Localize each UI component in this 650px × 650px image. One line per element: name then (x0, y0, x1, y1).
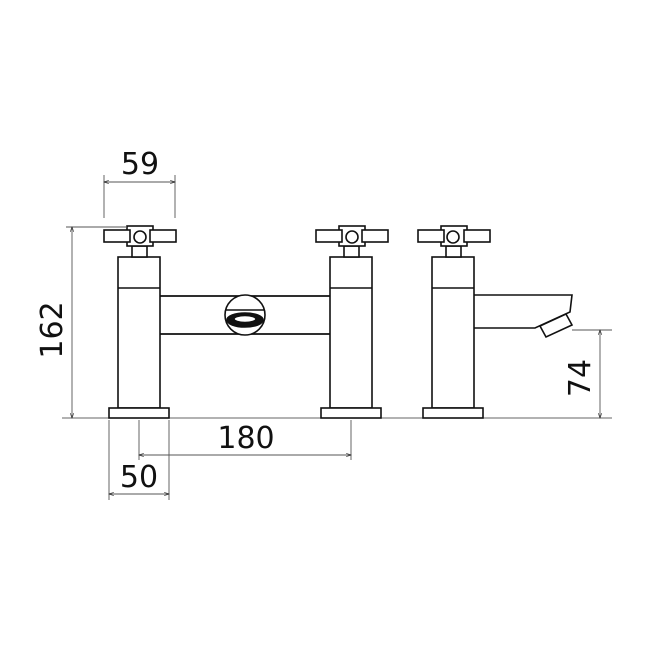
side-view (417, 225, 574, 419)
side-aerator (538, 312, 574, 339)
dim-spout-height: 74 (563, 359, 598, 397)
dim-overall-height: 162 (35, 301, 70, 358)
dimension-lines (66, 175, 612, 500)
dim-base-width: 50 (120, 460, 158, 495)
dim-tap-centres: 180 (217, 421, 274, 456)
outlet-aerator (224, 294, 266, 336)
left-tap (103, 225, 177, 419)
dim-handle-width: 59 (121, 147, 159, 182)
right-tap (315, 225, 389, 419)
front-view (103, 225, 389, 419)
